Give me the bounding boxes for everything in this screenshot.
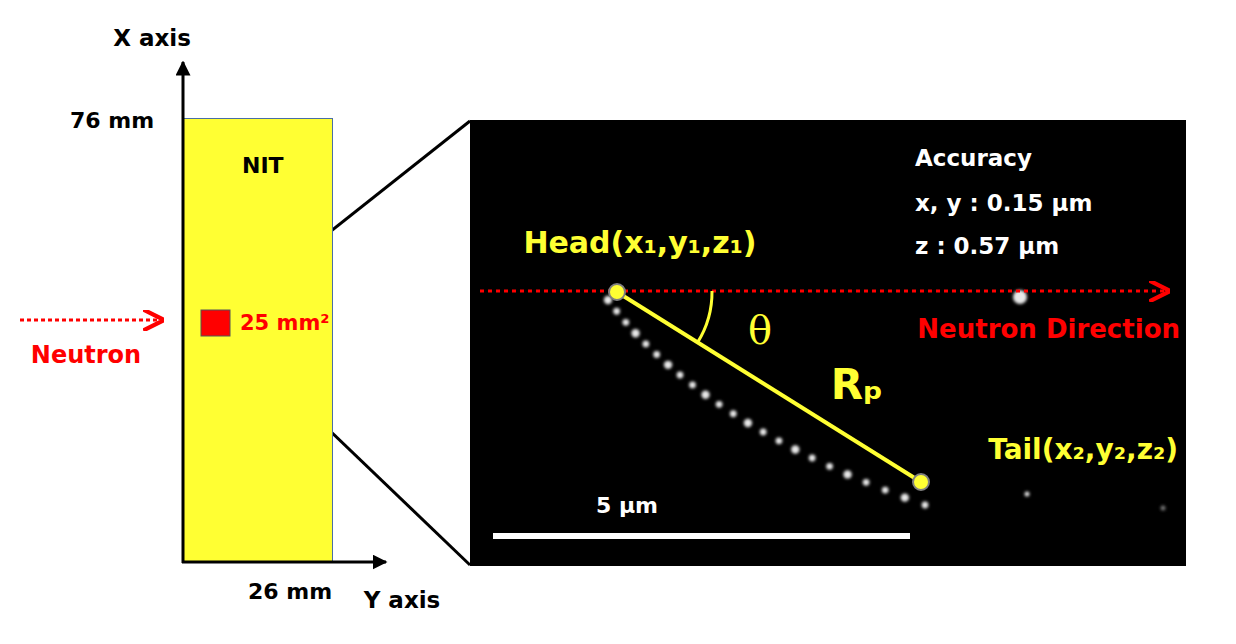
dimension: 76 mm <box>70 108 154 133</box>
track-dot <box>716 401 723 408</box>
track-dot <box>1161 506 1166 511</box>
track-dot <box>809 455 816 462</box>
track-dot <box>653 351 660 358</box>
accuracy-value: z : 0.57 μm <box>915 233 1059 259</box>
angle-arc <box>698 291 712 342</box>
neutron-direction-line <box>480 290 1166 293</box>
y-axis <box>182 561 386 564</box>
accuracy-value: x, y : 0.15 μm <box>915 190 1092 216</box>
track-dot <box>613 308 620 315</box>
box-label: NIT <box>242 153 284 178</box>
range-line <box>617 292 921 482</box>
direction-label: Neutron Direction <box>917 315 1180 345</box>
track-dot <box>863 479 870 486</box>
axis-label: Y axis <box>364 587 441 613</box>
x-axis <box>182 62 185 563</box>
track-dot <box>826 463 833 470</box>
angle-symbol: θ <box>748 307 772 353</box>
area-label: 25 mm² <box>240 311 330 335</box>
dimension: 26 mm <box>248 579 332 604</box>
scale-bar <box>493 533 910 539</box>
accuracy-title: Accuracy <box>915 145 1032 171</box>
track-dot <box>689 382 696 389</box>
point-label: Tail(x₂,y₂,z₂) <box>988 434 1178 466</box>
irradiated-area <box>201 310 230 336</box>
micrograph-panel <box>470 120 1186 566</box>
track-dot <box>776 437 783 444</box>
track-dot <box>631 329 639 337</box>
track-dot <box>677 372 684 379</box>
neutron-arrow <box>20 319 160 322</box>
beam-label: Neutron <box>31 342 141 370</box>
track-dot <box>744 419 752 427</box>
track-dot <box>791 445 799 453</box>
axis-label: X axis <box>113 25 191 51</box>
scale-label: 5 μm <box>596 493 658 518</box>
track-dot <box>922 502 929 509</box>
target-box: NIT <box>183 118 333 562</box>
track-dot <box>843 470 851 478</box>
track-dot <box>622 319 629 326</box>
track-dot <box>901 493 909 501</box>
range-label: Rₚ <box>831 361 883 409</box>
track-dot <box>882 487 889 494</box>
track-dot <box>1025 492 1030 497</box>
point-label: Head(x₁,y₁,z₁) <box>523 226 756 261</box>
track-dot <box>730 410 737 417</box>
tail-point <box>913 474 929 490</box>
track-dot <box>760 429 767 436</box>
track-dot <box>642 341 649 348</box>
track-dot <box>701 391 709 399</box>
track-dot <box>664 361 672 369</box>
head-point <box>609 284 625 300</box>
